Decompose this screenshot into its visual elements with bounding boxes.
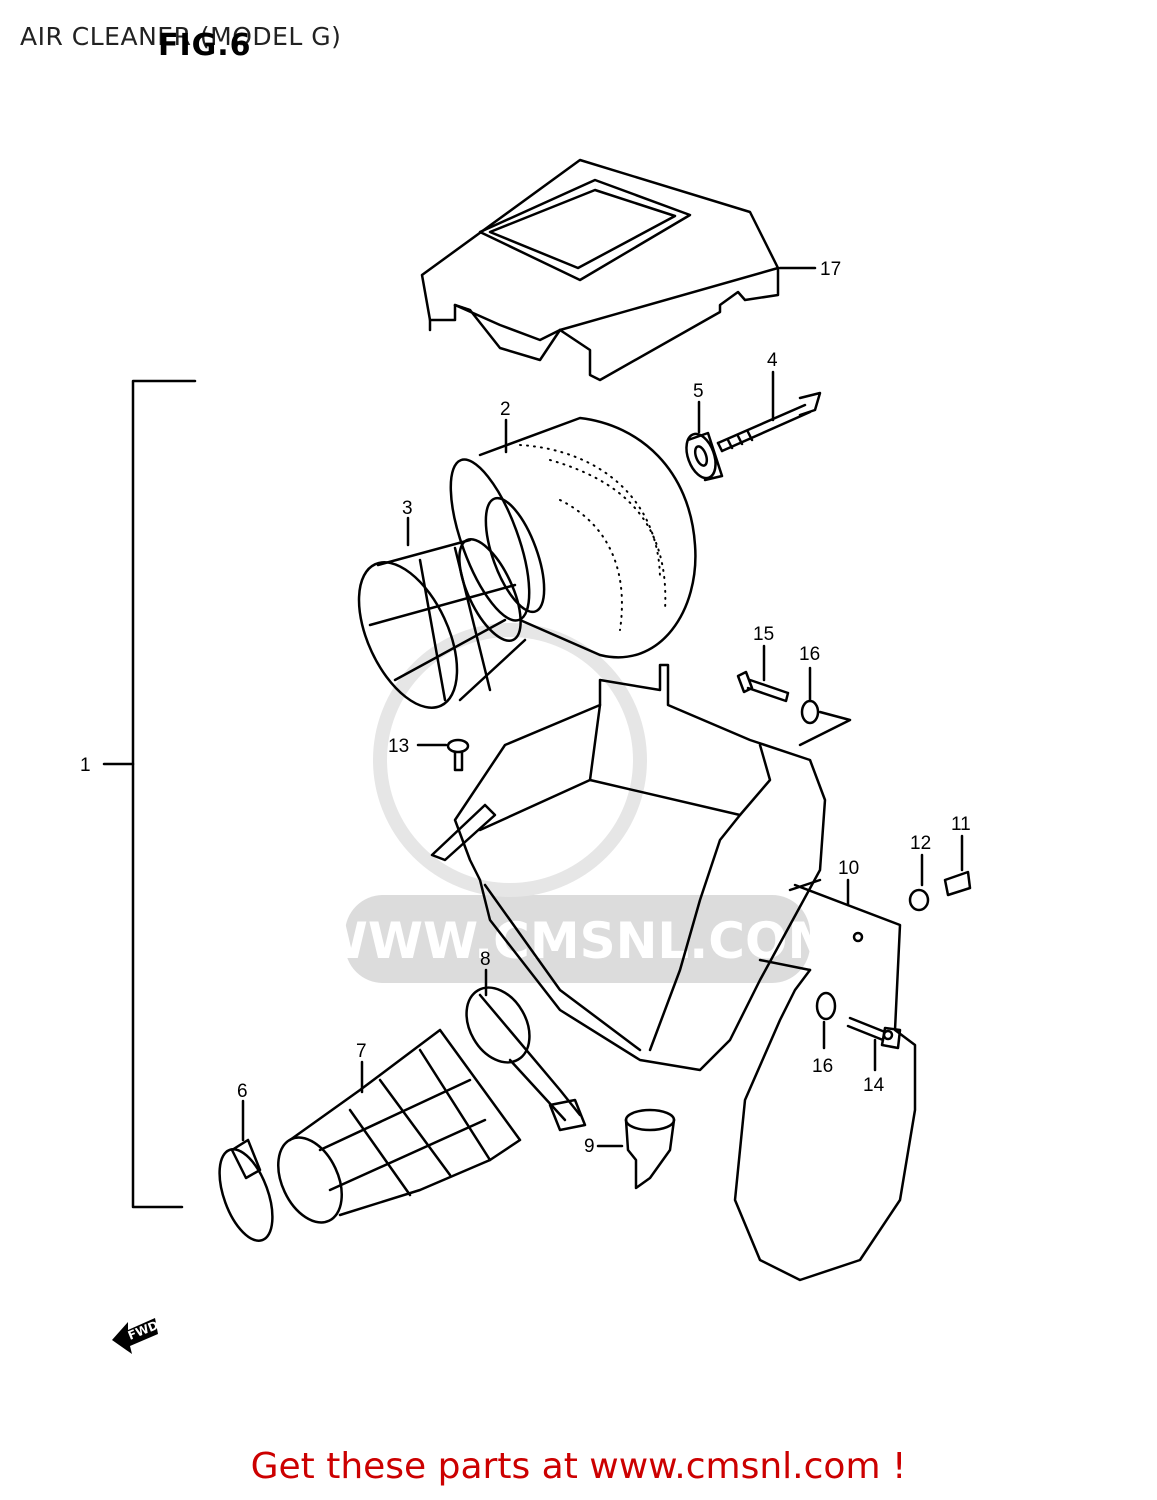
callout-9: 9 bbox=[584, 1136, 595, 1157]
part-11-bolt bbox=[943, 870, 972, 897]
part-5-grommet bbox=[685, 431, 724, 482]
air-box-housing bbox=[430, 663, 827, 1072]
part-16-washer-bottom bbox=[815, 991, 837, 1021]
callout-14: 14 bbox=[863, 1075, 885, 1096]
watermark-text: WWW.CMSNL.COM bbox=[313, 912, 838, 970]
fwd-arrow-icon: FWD bbox=[112, 1318, 160, 1354]
callout-7: 7 bbox=[356, 1041, 367, 1062]
part-7-intake-boot bbox=[277, 1028, 522, 1224]
part-9-drain bbox=[624, 1108, 676, 1190]
callout-5: 5 bbox=[693, 381, 704, 402]
callouts: 1 2 3 4 5 6 7 8 9 10 11 12 13 14 15 16 1… bbox=[80, 259, 971, 1157]
parts-diagram: WWW.CMSNL.COM bbox=[80, 158, 972, 1354]
part-16-washer-top bbox=[800, 699, 820, 725]
callout-16-top: 16 bbox=[799, 644, 820, 665]
part-12-washer bbox=[908, 888, 930, 912]
part-17-cover bbox=[420, 158, 780, 382]
callout-17: 17 bbox=[820, 259, 841, 280]
part-2-filter-element bbox=[449, 416, 697, 659]
callout-11: 11 bbox=[951, 814, 971, 835]
callout-4: 4 bbox=[767, 350, 778, 371]
figure-label: FIG.6 bbox=[158, 28, 252, 63]
part-15-bolt bbox=[736, 670, 790, 703]
part-14-bolt bbox=[846, 1016, 902, 1050]
footer-link[interactable]: Get these parts at www.cmsnl.com ! bbox=[250, 1446, 907, 1487]
page-title: AIR CLEANER (MODEL G) bbox=[20, 22, 342, 51]
callout-6: 6 bbox=[237, 1081, 248, 1102]
callout-16-bottom: 16 bbox=[812, 1056, 833, 1077]
watermark: WWW.CMSNL.COM bbox=[313, 623, 838, 983]
callout-3: 3 bbox=[402, 498, 413, 519]
callout-15: 15 bbox=[753, 624, 774, 645]
assembly-bracket bbox=[131, 379, 197, 1209]
part-13-screw bbox=[446, 738, 470, 772]
part-3-cage bbox=[357, 538, 527, 709]
part-8-duct-ring bbox=[465, 986, 587, 1132]
part-4-bolt bbox=[716, 391, 822, 453]
part-6-clamp bbox=[218, 1138, 274, 1242]
callout-10: 10 bbox=[838, 858, 859, 879]
callout-2: 2 bbox=[500, 399, 511, 420]
callout-13: 13 bbox=[388, 736, 409, 757]
callout-1: 1 bbox=[80, 755, 91, 776]
callout-8: 8 bbox=[480, 949, 491, 970]
callout-12: 12 bbox=[910, 833, 931, 854]
